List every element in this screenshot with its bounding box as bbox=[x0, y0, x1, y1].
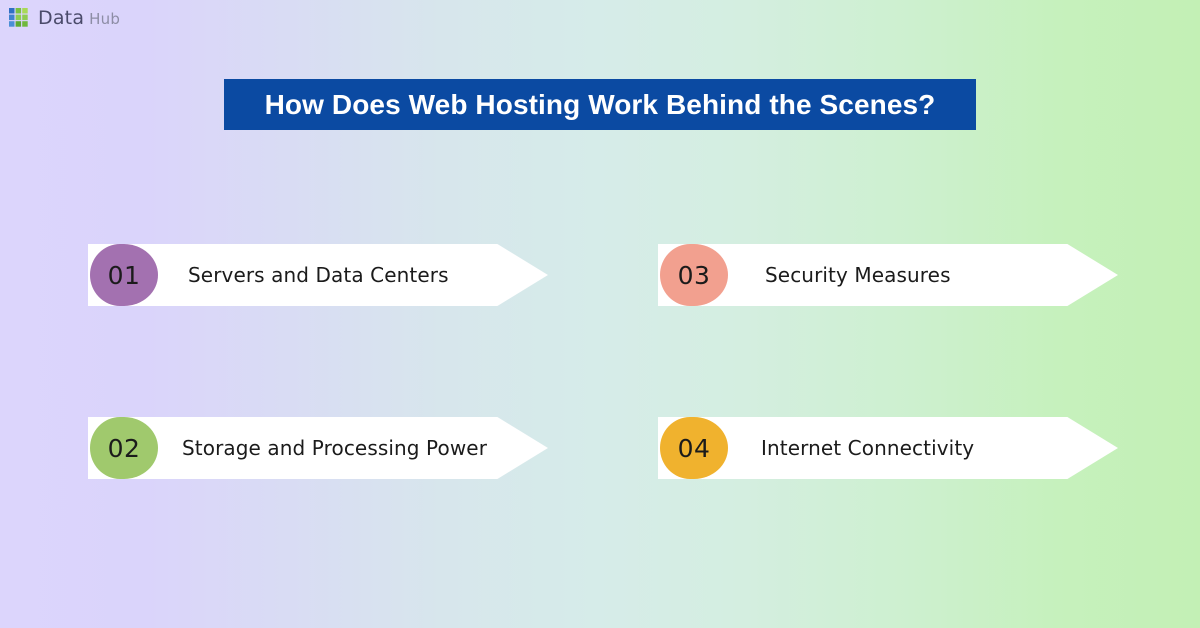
brand-name-secondary: Hub bbox=[89, 10, 121, 28]
card-banner-arrow bbox=[658, 417, 1118, 479]
card-label: Storage and Processing Power bbox=[182, 436, 488, 460]
page-title-band: How Does Web Hosting Work Behind the Sce… bbox=[224, 79, 976, 130]
list-item: 02 Storage and Processing Power bbox=[88, 417, 548, 479]
card-banner-arrow bbox=[658, 244, 1118, 306]
brand-logo: Data Hub bbox=[9, 6, 120, 30]
card-number-badge: 04 bbox=[660, 417, 728, 479]
card-number-badge: 02 bbox=[90, 417, 158, 479]
card-label: Security Measures bbox=[765, 263, 951, 287]
card-banner-arrow bbox=[88, 417, 548, 479]
page-title: How Does Web Hosting Work Behind the Sce… bbox=[264, 88, 936, 120]
card-number-badge: 03 bbox=[660, 244, 728, 306]
brand-wordmark: Data Hub bbox=[38, 7, 120, 29]
list-item: 01 Servers and Data Centers bbox=[88, 244, 548, 306]
grid-squares-logo-icon bbox=[9, 8, 28, 27]
brand-name-primary: Data bbox=[38, 7, 85, 29]
card-banner-arrow bbox=[88, 244, 548, 306]
card-label: Internet Connectivity bbox=[761, 436, 975, 460]
list-item: 04 Internet Connectivity bbox=[658, 417, 1118, 479]
card-label: Servers and Data Centers bbox=[188, 263, 449, 287]
list-item: 03 Security Measures bbox=[658, 244, 1118, 306]
card-number-badge: 01 bbox=[90, 244, 158, 306]
